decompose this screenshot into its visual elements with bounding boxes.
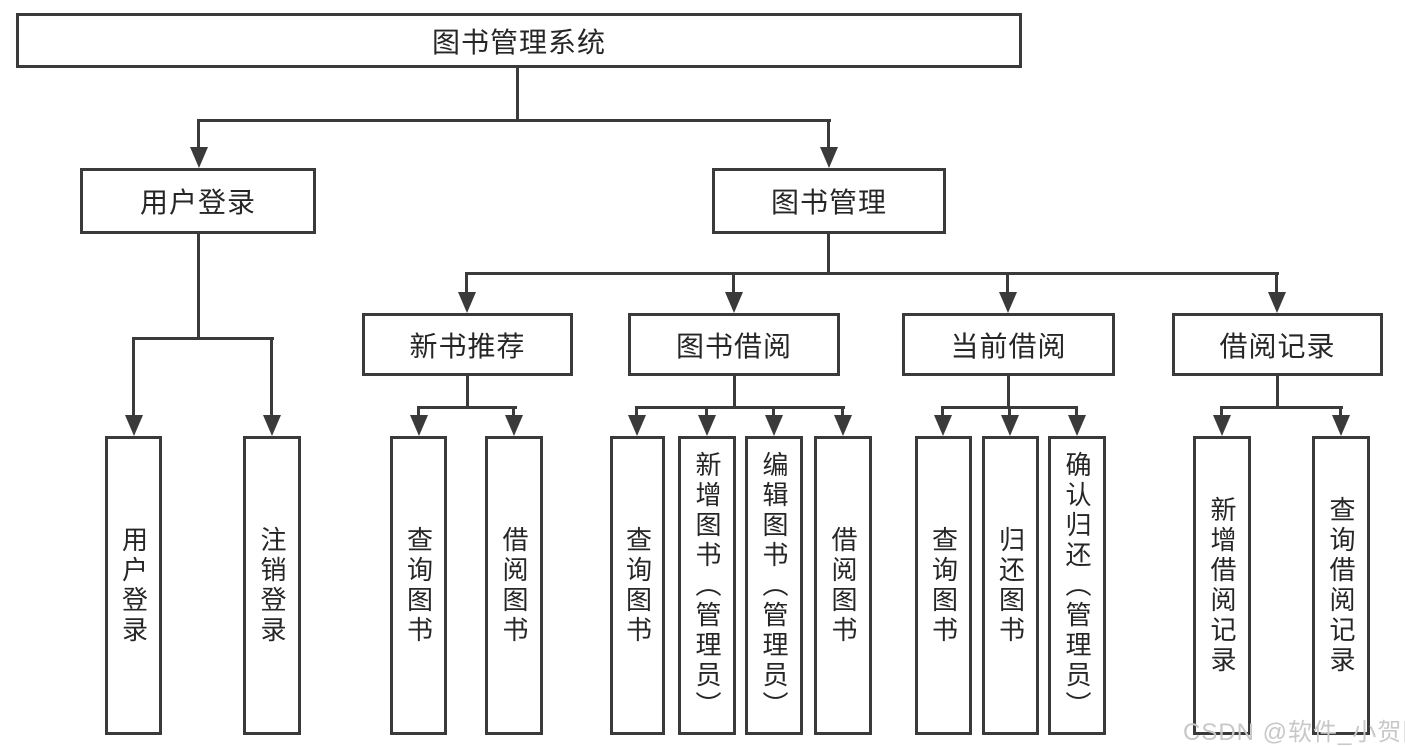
arrow-down-icon <box>1068 415 1086 436</box>
connector-line <box>132 337 274 340</box>
arrow-down-icon <box>834 415 852 436</box>
connector-line <box>1075 406 1078 418</box>
connector-line <box>1276 374 1279 409</box>
connector-line <box>827 119 830 149</box>
connector-line <box>465 272 1279 275</box>
connector-line <box>1220 406 1223 418</box>
connector-line <box>841 406 844 418</box>
connector-line <box>516 66 519 122</box>
node-user-login: 用户登录 <box>80 168 316 234</box>
node-library-management-system: 图书管理系统 <box>16 13 1022 68</box>
leaf-return-books: 归还图书 <box>982 436 1039 735</box>
leaf-user-login: 用户登录 <box>105 436 162 735</box>
leaf-query-borrow-record: 查询借阅记录 <box>1312 436 1370 735</box>
connector-line <box>635 406 845 409</box>
arrow-down-icon <box>698 415 716 436</box>
connector-line <box>417 406 420 418</box>
leaf-query-books-borrow: 查询图书 <box>610 436 665 735</box>
node-book-borrow: 图书借阅 <box>628 313 840 376</box>
arrow-down-icon <box>1332 415 1350 436</box>
arrow-down-icon <box>1268 292 1286 313</box>
arrow-down-icon <box>725 292 743 313</box>
leaf-confirm-return-admin: 确认归还（管理员） <box>1048 436 1106 735</box>
node-book-management: 图书管理 <box>712 168 946 234</box>
arrow-down-icon <box>765 415 783 436</box>
connector-line <box>512 406 515 418</box>
connector-line <box>1339 406 1342 418</box>
arrow-down-icon <box>190 147 208 168</box>
leaf-borrow-books-recommend: 借阅图书 <box>485 436 543 735</box>
connector-line <box>1006 272 1009 294</box>
arrow-down-icon <box>628 415 646 436</box>
arrow-down-icon <box>505 415 523 436</box>
connector-line <box>466 374 469 409</box>
node-current-borrow: 当前借阅 <box>902 313 1115 376</box>
connector-line <box>941 406 944 418</box>
leaf-add-borrow-record: 新增借阅记录 <box>1193 436 1251 735</box>
connector-line <box>1220 406 1343 409</box>
connector-line <box>732 272 735 294</box>
connector-line <box>197 119 200 149</box>
connector-line <box>270 337 273 417</box>
arrow-down-icon <box>999 292 1017 313</box>
connector-line <box>1275 272 1278 294</box>
leaf-query-books-current: 查询图书 <box>915 436 972 735</box>
connector-line <box>197 232 200 340</box>
arrow-down-icon <box>263 415 281 436</box>
leaf-logout: 注销登录 <box>243 436 301 735</box>
leaf-add-book-admin: 新增图书（管理员） <box>678 436 736 735</box>
connector-line <box>465 272 468 294</box>
arrow-down-icon <box>458 292 476 313</box>
connector-line <box>705 406 708 418</box>
connector-line <box>1008 406 1011 418</box>
arrow-down-icon <box>1001 415 1019 436</box>
arrow-down-icon <box>934 415 952 436</box>
connector-line <box>733 374 736 409</box>
connector-line <box>132 337 135 417</box>
leaf-query-books-recommend: 查询图书 <box>390 436 447 735</box>
connector-line <box>197 119 831 122</box>
connector-line <box>827 232 830 275</box>
leaf-borrow-books: 借阅图书 <box>814 436 872 735</box>
connector-line <box>772 406 775 418</box>
connector-line <box>635 406 638 418</box>
connector-line <box>417 406 517 409</box>
node-new-book-recommend: 新书推荐 <box>362 313 573 376</box>
node-borrow-records: 借阅记录 <box>1172 313 1383 376</box>
arrow-down-icon <box>820 147 838 168</box>
arrow-down-icon <box>1213 415 1231 436</box>
leaf-edit-book-admin: 编辑图书（管理员） <box>745 436 803 735</box>
connector-line <box>1007 374 1010 409</box>
arrow-down-icon <box>125 415 143 436</box>
arrow-down-icon <box>410 415 428 436</box>
csdn-watermark: CSDN @软件_小贺同学 <box>1183 719 1405 746</box>
